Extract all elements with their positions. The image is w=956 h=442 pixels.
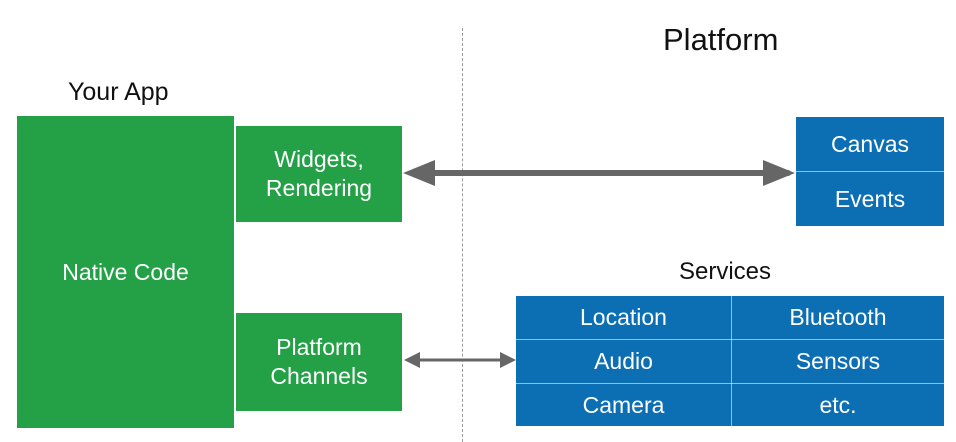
services-grid-row-divider-2 (516, 383, 944, 384)
service-cell-bluetooth: Bluetooth (732, 296, 944, 339)
service-cell-camera: Camera (516, 384, 731, 426)
events-label: Events (834, 185, 906, 212)
service-label-audio: Audio (594, 348, 653, 374)
your-app-heading: Your App (68, 78, 169, 106)
canvas-cell: Canvas (796, 117, 944, 171)
service-cell-location: Location (516, 296, 731, 339)
service-cell-audio: Audio (516, 340, 731, 383)
native-code-label: Native Code (62, 258, 189, 285)
service-cell-etc: etc. (732, 384, 944, 426)
services-grid (516, 296, 944, 426)
widgets-rendering-label: Widgets, Rendering (265, 146, 373, 201)
widgets-canvas-arrowhead-left (403, 160, 435, 186)
events-cell: Events (796, 172, 944, 226)
platform-heading: Platform (663, 22, 779, 57)
channels-services-arrowhead-right (500, 352, 516, 368)
canvas-events-separator (796, 171, 944, 172)
service-label-bluetooth: Bluetooth (789, 304, 887, 330)
service-label-location: Location (580, 304, 667, 330)
services-grid-row-divider-1 (516, 339, 944, 340)
widgets-canvas-arrowhead-right (763, 160, 795, 186)
widgets-rendering-box: Widgets, Rendering (236, 126, 402, 222)
platform-channels-label: Platform Channels (270, 334, 368, 389)
service-label-sensors: Sensors (795, 348, 881, 374)
canvas-label: Canvas (831, 130, 909, 157)
app-platform-divider (462, 28, 463, 442)
native-code-box: Native Code (17, 116, 234, 428)
services-heading: Services (679, 258, 772, 285)
service-cell-sensors: Sensors (732, 340, 944, 383)
channels-services-arrowhead-left (404, 352, 420, 368)
service-label-etc: etc. (819, 391, 857, 418)
platform-channels-box: Platform Channels (236, 313, 402, 411)
services-grid-column-divider (731, 296, 732, 426)
service-label-camera: Camera (582, 391, 665, 418)
